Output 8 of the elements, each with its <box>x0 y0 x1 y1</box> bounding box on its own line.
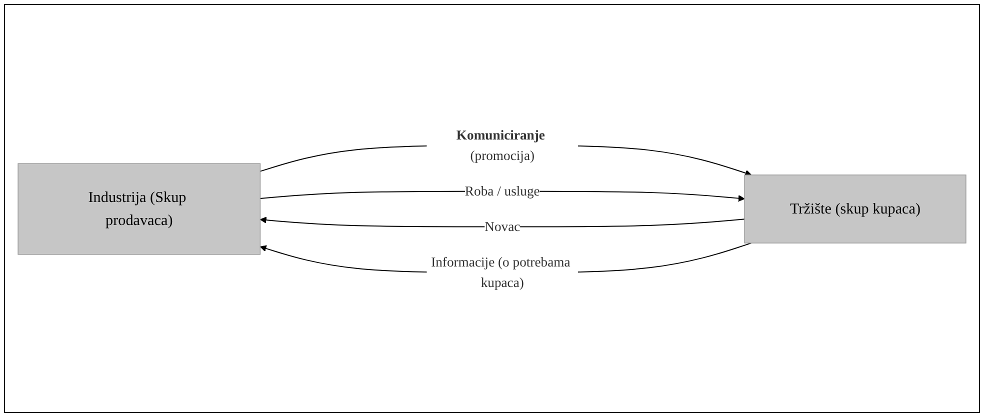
node-box <box>744 174 966 243</box>
arrow <box>260 216 746 227</box>
node-box <box>18 162 261 254</box>
edge-label: Novac <box>484 218 520 234</box>
edge-label: Informacije (o potrebama kupaca) <box>431 254 570 290</box>
edge-label: Komuniciranje (promocija) <box>456 126 545 162</box>
edge-label: Roba / usluge <box>464 182 540 198</box>
diagram-frame: Komuniciranje (promocija) Roba / usluge Novac Informacije (o potrebama kupaca) Industrija (Skup prodavaca) Tržište (skup kupaca) <box>4 4 980 413</box>
